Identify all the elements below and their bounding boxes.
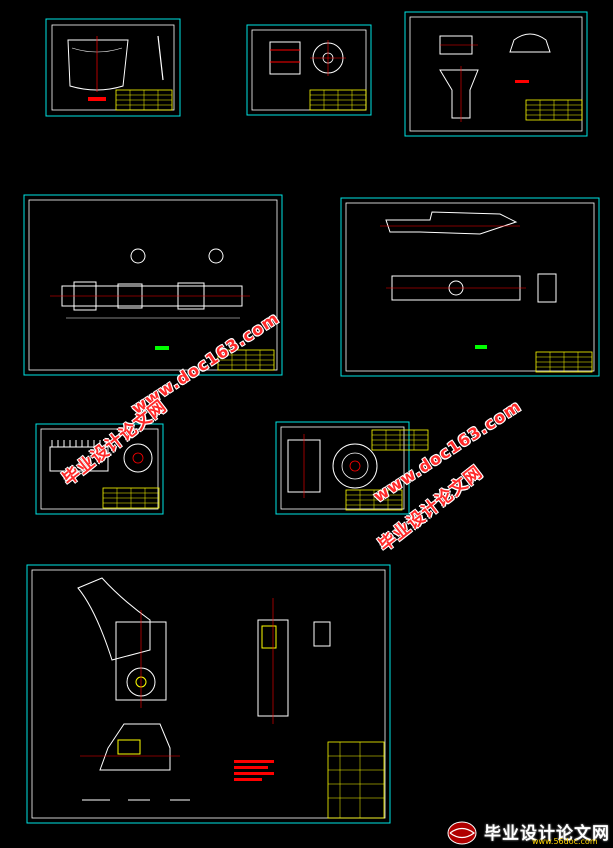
- sheet-4: [23, 194, 283, 376]
- site-logo: 毕业设计论文网 www.56doc.com: [446, 820, 611, 846]
- sheet-1: [45, 18, 181, 117]
- sheet-7: [275, 421, 429, 515]
- sheet-2: [246, 24, 372, 116]
- sheet-5: [340, 197, 600, 377]
- sheet-8-assembly: [26, 564, 391, 824]
- sheet-3: [404, 11, 588, 137]
- logo-brand-text: 毕业设计论文网: [484, 824, 610, 844]
- logo-globe-icon: [447, 821, 477, 845]
- logo-site-url: www.56doc.com: [532, 837, 598, 846]
- sheet-6: [35, 423, 164, 515]
